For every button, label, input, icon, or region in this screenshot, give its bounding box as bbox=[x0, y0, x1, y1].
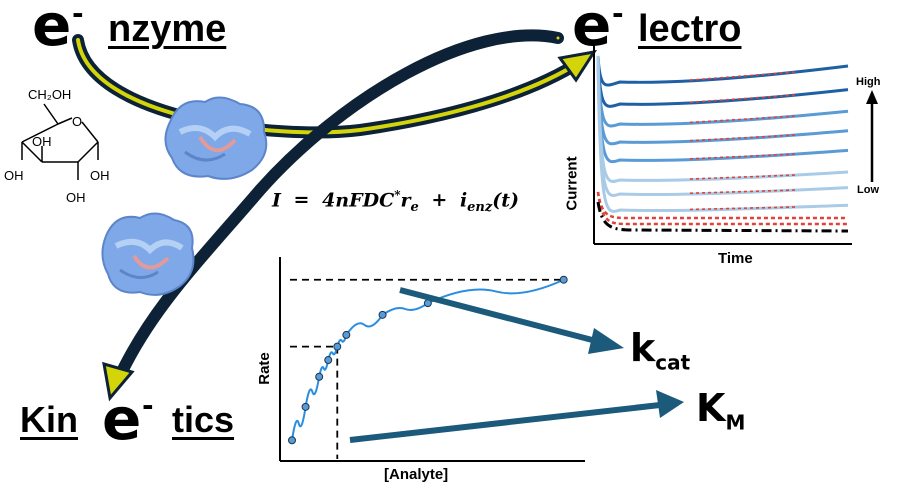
enzyme-structure-bottom bbox=[101, 212, 195, 296]
glucose-oh-label: OH bbox=[4, 168, 24, 183]
eq-i-sub: enz bbox=[467, 200, 493, 216]
title-electro-word: lectro bbox=[638, 8, 742, 50]
current-equation: I = 4nFDC*re + ienz(t) bbox=[272, 188, 519, 215]
enzyme-to-electro-arrow bbox=[72, 34, 598, 139]
km-sub: M bbox=[725, 410, 746, 435]
km-label: KM bbox=[696, 386, 745, 435]
rate-chart-xlabel: [Analyte] bbox=[384, 466, 449, 483]
rate-data-point-2 bbox=[315, 372, 324, 381]
current-plot-xlabel: Time bbox=[718, 250, 753, 267]
current-plot-curves bbox=[596, 55, 849, 233]
glucose-oh-label: OH bbox=[32, 134, 52, 149]
eq-star: * bbox=[394, 188, 401, 202]
kcat-arrow bbox=[399, 287, 624, 354]
title-kinetics-e: e bbox=[102, 385, 142, 453]
rate-chart-axes bbox=[279, 257, 585, 462]
title-kinetics: Kin e - tics bbox=[20, 390, 270, 450]
enzyme-structure-top bbox=[164, 96, 268, 180]
glucose-ring-oxygen: O bbox=[72, 114, 83, 129]
rate-data-point-8 bbox=[559, 275, 568, 284]
glucose-molecule: CH₂OH O OH OH OH OH bbox=[0, 82, 130, 212]
rate-chart bbox=[279, 257, 585, 462]
control-trace-1 bbox=[596, 191, 848, 226]
kcat-sub: cat bbox=[655, 350, 691, 375]
current-plot-axes bbox=[593, 44, 852, 245]
current-time-plot bbox=[593, 44, 878, 245]
baseline-trace bbox=[596, 201, 849, 233]
km-arrow bbox=[349, 390, 684, 443]
rate-data-point-5 bbox=[342, 330, 351, 339]
rate-data-point-4 bbox=[333, 342, 342, 351]
eq-equals: = bbox=[293, 189, 310, 212]
high-low-arrow bbox=[866, 90, 878, 182]
eq-i: i bbox=[459, 189, 468, 212]
km-k: K bbox=[696, 386, 726, 430]
title-electro: e - lectro bbox=[572, 0, 792, 60]
title-electro-e: e bbox=[572, 0, 612, 59]
low-label: Low bbox=[857, 184, 879, 196]
title-kinetics-prefix: Kin bbox=[20, 399, 78, 440]
title-enzyme-minus: - bbox=[72, 0, 84, 30]
eq-r-sub: e bbox=[410, 200, 419, 216]
title-kinetics-minus: - bbox=[142, 389, 154, 422]
rate-guide-lines bbox=[290, 278, 564, 459]
rate-data-point-1 bbox=[301, 402, 310, 411]
title-kinetics-word: tics bbox=[172, 399, 235, 440]
glucose-oh-label: OH bbox=[66, 190, 86, 205]
title-enzyme-word: nzyme bbox=[108, 8, 227, 50]
eq-arg: (t) bbox=[492, 189, 520, 212]
current-trace-2 bbox=[596, 55, 849, 128]
rate-data-points bbox=[288, 275, 568, 445]
current-trace-7 bbox=[596, 55, 849, 213]
eq-term1: 4nFDC bbox=[322, 189, 395, 212]
high-label: High bbox=[856, 76, 881, 88]
kcat-k: k bbox=[630, 326, 656, 370]
glucose-oh-label: OH bbox=[90, 168, 110, 183]
glucose-ch2oh-label: CH₂OH bbox=[28, 87, 72, 102]
title-enzyme: e - nzyme bbox=[32, 0, 272, 60]
electro-to-kinetics-arrow bbox=[102, 29, 564, 402]
title-enzyme-e: e bbox=[32, 0, 72, 59]
eq-lhs: I bbox=[272, 189, 281, 212]
rate-data-point-0 bbox=[288, 436, 296, 445]
eq-r: r bbox=[400, 189, 411, 212]
title-electro-minus: - bbox=[612, 0, 624, 30]
glucose-ring bbox=[21, 103, 99, 180]
kcat-label: kcat bbox=[630, 326, 690, 375]
rate-data-point-6 bbox=[378, 310, 387, 319]
eq-plus: + bbox=[431, 189, 448, 212]
rate-data-point-3 bbox=[324, 356, 333, 365]
